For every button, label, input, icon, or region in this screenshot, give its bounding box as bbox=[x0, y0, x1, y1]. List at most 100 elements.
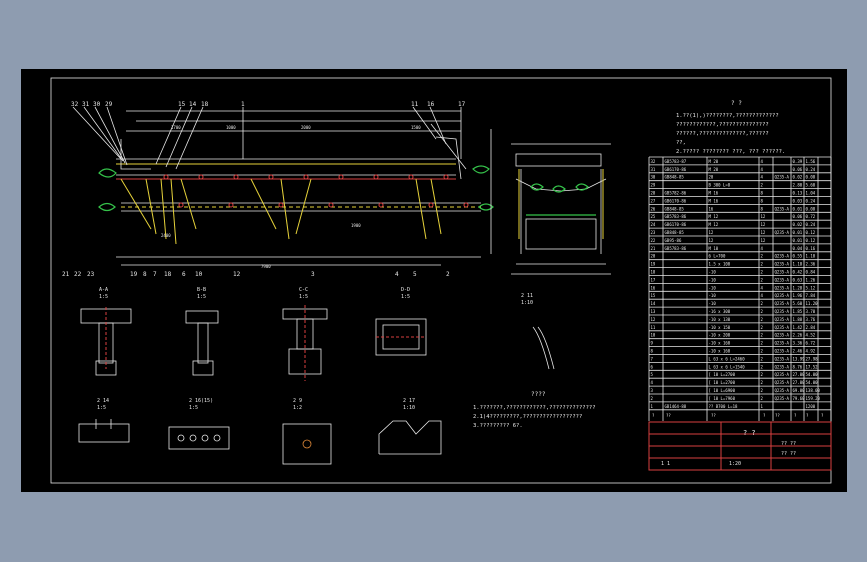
dim-bottom-2: 1900 bbox=[351, 223, 361, 228]
bom-cell-tw: 7.84 bbox=[806, 293, 816, 298]
bom-cell-no: 27 bbox=[651, 198, 656, 203]
bom-cell-w: 79.60 bbox=[793, 396, 806, 401]
hopper-right bbox=[435, 136, 462, 180]
balloon-6: 6 bbox=[182, 271, 186, 278]
bom-cell-mat: Q235-A bbox=[775, 262, 790, 267]
bom-cell-w: 0.55 bbox=[793, 254, 803, 259]
bom-cell-tw: 138.00 bbox=[806, 388, 821, 393]
bom-cell-w: 3.36 bbox=[793, 341, 803, 346]
bom-cell-qty: 8 bbox=[761, 206, 764, 211]
svg-text:????: ???? bbox=[531, 391, 546, 398]
balloon-5: 5 bbox=[413, 271, 417, 278]
bom-cell-name: ?? B700 L=18 bbox=[709, 404, 738, 409]
bom-cell-qty: 2 bbox=[761, 277, 764, 282]
balloon-2: 2 bbox=[446, 271, 450, 278]
svg-text:????????????,???????????????: ????????????,??????????????? bbox=[676, 122, 769, 128]
svg-text:1.??(1),)????????,????????????: 1.??(1),)????????,????????????? bbox=[676, 113, 779, 119]
bom-cell-mat: Q235-A bbox=[775, 254, 790, 259]
bom-cell-name: M 20 bbox=[709, 159, 719, 164]
drawing-canvas: 1700 1000 2000 1500 bbox=[21, 69, 847, 492]
bom-cell-name: -10 bbox=[709, 301, 717, 306]
svg-text:?: ? bbox=[806, 413, 809, 418]
section-aa: A-A 1:5 bbox=[80, 287, 132, 376]
detail-11: 2 11 1:10 bbox=[521, 293, 555, 370]
bom-cell-qty: 2 bbox=[761, 341, 764, 346]
bom-cell-no: 20 bbox=[651, 254, 656, 259]
balloon-12: 12 bbox=[233, 271, 241, 278]
bom-cell-tw: 3.76 bbox=[806, 317, 816, 322]
leg-7 bbox=[280, 178, 290, 240]
bom-cell-mat: Q235-A bbox=[775, 270, 790, 275]
bom-cell-no: 11 bbox=[651, 325, 656, 330]
hopper-left bbox=[120, 139, 151, 170]
svg-text:2 11: 2 11 bbox=[521, 293, 533, 299]
bom-cell-tw: 27.98 bbox=[806, 356, 819, 361]
bom-cell-qty: 2 bbox=[761, 301, 764, 306]
bom-cell-no: 3 bbox=[651, 388, 654, 393]
balloon-3: 3 bbox=[311, 271, 315, 278]
balloon-7: 7 bbox=[153, 271, 157, 278]
idler-rollers bbox=[163, 174, 469, 208]
bom-cell-mat: Q235-A bbox=[775, 388, 790, 393]
bom-cell-code: GB6170-86 bbox=[665, 222, 687, 227]
bom-cell-qty: 2 bbox=[761, 183, 764, 188]
snub-pulley-left bbox=[98, 202, 116, 212]
svg-text:??,: ??, bbox=[676, 140, 686, 146]
balloon-30: 30 bbox=[93, 101, 101, 108]
bom-cell-no: 10 bbox=[651, 333, 656, 338]
bom-cell-no: 16 bbox=[651, 285, 656, 290]
bom-cell-w: 1.88 bbox=[793, 317, 803, 322]
bom-cell-mat: Q235-A bbox=[775, 356, 790, 361]
bom-cell-code: GB848-85 bbox=[665, 175, 685, 180]
bom-cell-mat: Q235-A bbox=[775, 277, 790, 282]
bom-cell-mat: Q235-A bbox=[775, 301, 790, 306]
bom-cell-name: -10 bbox=[709, 277, 717, 282]
bom-cell-no: 7 bbox=[651, 356, 654, 361]
bom-cell-code: GB5782-86 bbox=[665, 191, 687, 196]
balloons-top: 32 31 30 29 15 14 18 1 11 16 17 bbox=[71, 101, 466, 108]
bom-cell-qty: 4 bbox=[761, 246, 764, 251]
svg-text:??: ?? bbox=[711, 413, 716, 418]
bom-cell-qty: 2 bbox=[761, 309, 764, 314]
bom-cell-no: 4 bbox=[651, 380, 654, 385]
bom-cell-no: 6 bbox=[651, 364, 654, 369]
discharge-guide bbox=[430, 123, 467, 170]
bom-cell-name: [ 10 L=2700 bbox=[709, 380, 736, 385]
bom-cell-name: M 16 bbox=[709, 198, 719, 203]
bom-cell-tw: 1200 bbox=[806, 404, 816, 409]
bom-cell-qty: 1 bbox=[761, 404, 764, 409]
bom-cell-name: -10 x 130 bbox=[709, 317, 731, 322]
bom-cell-name: -16 x 300 bbox=[709, 309, 731, 314]
bom-cell-code: GB5783-87 bbox=[665, 159, 687, 164]
dim-top-3: 1500 bbox=[411, 125, 421, 130]
bom-cell-name: L 63 x 6 L=2460 bbox=[709, 356, 746, 361]
bom-cell-qty: 4 bbox=[761, 293, 764, 298]
svg-text:1:10: 1:10 bbox=[521, 300, 533, 306]
bom-cell-mat: Q235-A bbox=[775, 380, 790, 385]
bom-cell-no: 29 bbox=[651, 183, 656, 188]
bom-cell-qty: 4 bbox=[761, 285, 764, 290]
bom-cell-name: M 16 bbox=[709, 191, 719, 196]
bom-cell-w: 69.00 bbox=[793, 388, 806, 393]
bom-cell-qty: 12 bbox=[761, 214, 766, 219]
bom-cell-name: M 20 bbox=[709, 167, 719, 172]
bom-cell-name: 20 bbox=[709, 175, 714, 180]
bom-cell-tw: 0.24 bbox=[806, 198, 816, 203]
svg-text:??: ?? bbox=[666, 413, 671, 418]
bom-cell-name: 12 bbox=[709, 238, 714, 243]
bom-cell-mat: Q235-A bbox=[775, 325, 790, 330]
